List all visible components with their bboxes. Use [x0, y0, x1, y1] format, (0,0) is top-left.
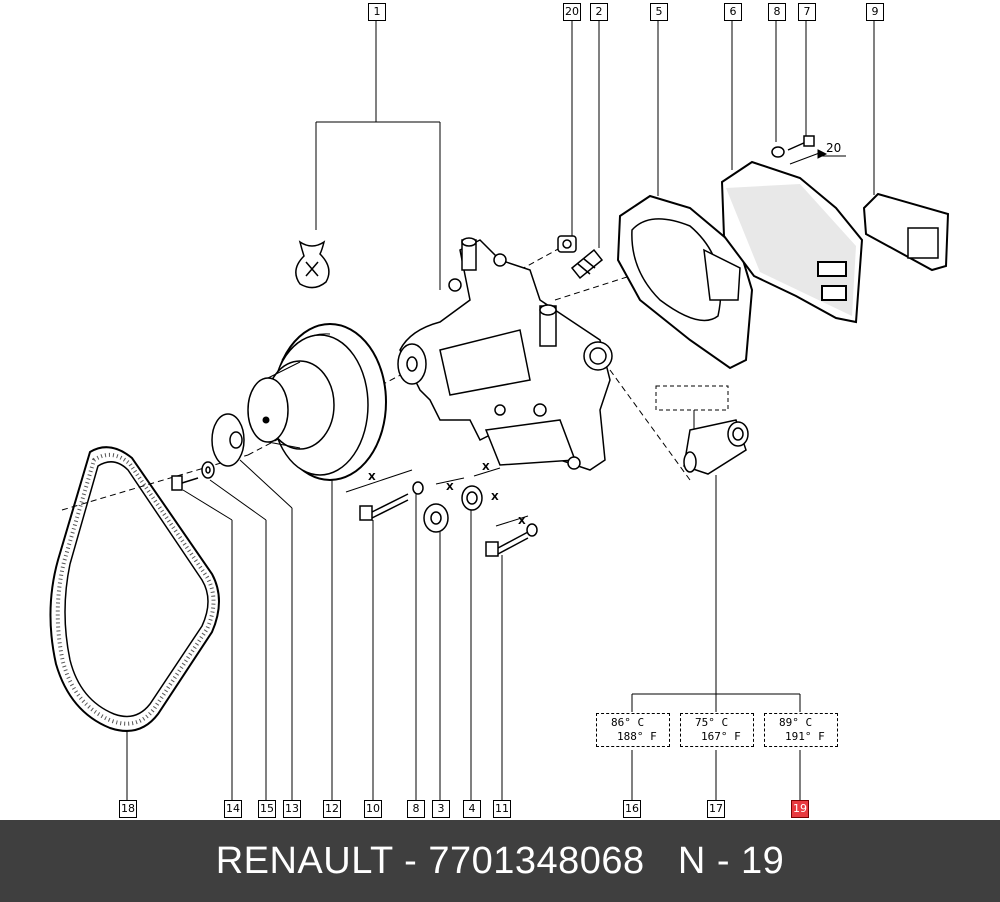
callout-8-bottom: 8: [407, 800, 425, 818]
bolt: [171, 475, 199, 491]
callout-6: 6: [724, 3, 742, 21]
v-belt: [49, 446, 220, 732]
cover-plate: [720, 160, 864, 324]
washer-8b: [412, 481, 424, 495]
callout-17: 17: [707, 800, 725, 818]
callout-13: 13: [283, 800, 301, 818]
pulley-hub: [211, 413, 245, 467]
dimension-20: [789, 149, 846, 165]
x-mark: X: [491, 492, 499, 503]
callout-4: 4: [463, 800, 481, 818]
callout-3: 3: [432, 800, 450, 818]
rear-gasket: [862, 192, 950, 272]
nut-3: [423, 503, 449, 533]
x-mark: X: [518, 516, 526, 527]
x-mark: X: [368, 472, 376, 483]
callout-14: 14: [224, 800, 242, 818]
part-number-text: RENAULT - 7701348068 N - 19: [215, 839, 785, 882]
thermostat: [683, 419, 749, 475]
callout-16: 16: [623, 800, 641, 818]
callout-12: 12: [323, 800, 341, 818]
callout-20: 20: [563, 3, 581, 21]
dimension-20-label: 20: [826, 141, 842, 155]
bolt-top: [787, 135, 815, 151]
pulley: [247, 323, 387, 481]
spacer-4: [461, 485, 483, 511]
water-pump-body: [397, 237, 613, 471]
callout-1: 1: [368, 3, 386, 21]
callout-5: 5: [650, 3, 668, 21]
x-mark: X: [446, 482, 454, 493]
nut: [557, 235, 577, 253]
bolt-11: [485, 523, 538, 557]
washer-top: [771, 146, 785, 158]
thermostat-temp-17: 75° C 167° F: [680, 713, 754, 747]
callout-2: 2: [590, 3, 608, 21]
thermostat-temp-16: 86° C 188° F: [596, 713, 670, 747]
callout-8-top: 8: [768, 3, 786, 21]
callout-18: 18: [119, 800, 137, 818]
callout-9: 9: [866, 3, 884, 21]
callout-15: 15: [258, 800, 276, 818]
gasket: [616, 194, 754, 370]
callout-11: 11: [493, 800, 511, 818]
long-bolt-10: [359, 493, 409, 521]
callout-19-highlighted: 19: [791, 800, 809, 818]
thermostat-label-box: [655, 385, 729, 411]
callout-7: 7: [798, 3, 816, 21]
part-number-footer: RENAULT - 7701348068 N - 19: [0, 820, 1000, 902]
sealant-bag-icon: [295, 240, 330, 289]
x-mark: X: [482, 462, 490, 473]
callout-10: 10: [364, 800, 382, 818]
washer: [201, 461, 215, 479]
stud: [570, 248, 604, 280]
thermostat-temp-19: 89° C 191° F: [764, 713, 838, 747]
water-pump-exploded-diagram: [49, 20, 950, 800]
